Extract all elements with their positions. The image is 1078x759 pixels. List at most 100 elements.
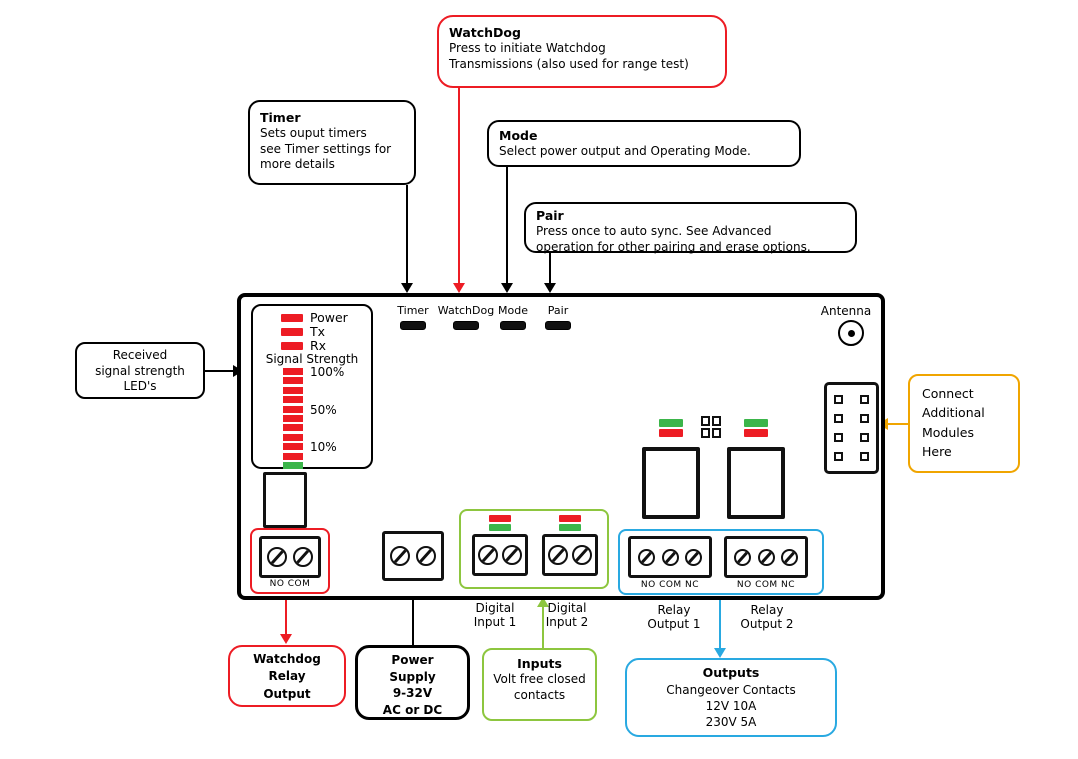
relay1-terminal-label: NO COM NC <box>640 580 700 590</box>
relay2-component <box>727 447 785 519</box>
relay2-green-led <box>744 419 768 427</box>
outputs-arrow-line <box>719 598 721 650</box>
digital-input-2-leds <box>559 515 581 531</box>
callout-watchdog-body: Press to initiate Watchdog Transmissions… <box>449 41 689 71</box>
watchdog-terminal-block <box>259 536 321 578</box>
pair-button-group: Pair <box>532 304 584 331</box>
callout-connect-modules-body: Connect Additional Modules Here <box>922 386 985 460</box>
jumper-pin <box>701 428 710 438</box>
antenna-icon <box>838 320 864 346</box>
watchdog-button-group: WatchDog <box>437 304 495 331</box>
callout-mode: Mode Select power output and Operating M… <box>487 120 801 167</box>
connector-pin <box>860 452 869 461</box>
screw-terminal <box>685 548 703 566</box>
screw-terminal <box>661 548 679 566</box>
digital-input-2-group <box>542 515 598 576</box>
relay1-green-led <box>659 419 683 427</box>
screw-terminal <box>548 545 569 565</box>
signal-strength-bars <box>283 368 303 469</box>
signal-led-bar <box>283 452 303 460</box>
callout-outputs: Outputs Changeover Contacts 12V 10A 230V… <box>625 658 837 737</box>
relay-output-1-label: Relay Output 1 <box>647 603 701 632</box>
screw-terminal <box>781 548 799 566</box>
tx-led-label: Tx <box>310 324 326 339</box>
callout-inputs: Inputs Volt free closed contacts <box>482 648 597 721</box>
relay1-leds <box>659 419 683 437</box>
screw-terminal <box>390 546 411 566</box>
watchdog-relay-component <box>263 472 307 528</box>
jumper-pin <box>701 416 710 426</box>
callout-watchdog-title: WatchDog <box>449 25 521 40</box>
screw-terminal <box>571 545 592 565</box>
rx-led <box>281 342 303 351</box>
mode-button-group: Mode <box>487 304 539 331</box>
connector-pin <box>834 414 843 423</box>
power-supply-arrow-line <box>412 592 414 645</box>
signal-led-bar <box>283 424 303 432</box>
watchdog-relay-arrowhead <box>280 634 292 644</box>
mode-arrow-line <box>506 166 508 284</box>
signal-strength-label: Signal Strength <box>265 352 359 366</box>
callout-inputs-title: Inputs <box>517 656 562 671</box>
signal-tick-10: 10% <box>310 440 337 454</box>
watchdog-terminal-zone: NO COM <box>250 528 330 594</box>
signal-tick-50: 50% <box>310 403 337 417</box>
outputs-arrowhead <box>714 648 726 658</box>
timer-arrowhead <box>401 283 413 293</box>
screw-terminal <box>637 548 655 566</box>
signal-led-bar-green <box>283 461 303 469</box>
watchdog-arrow-line <box>458 87 460 284</box>
signal-led-bar <box>283 386 303 394</box>
inputs-arrowhead <box>537 597 549 607</box>
mode-arrowhead <box>501 283 513 293</box>
relay2-red-led <box>744 429 768 437</box>
power-led-row: Power <box>281 311 348 325</box>
received-signal-arrow-line <box>205 370 235 372</box>
relay2-terminal-label: NO COM NC <box>736 580 796 590</box>
jumper-pin <box>712 428 721 438</box>
relay-output-2-label: Relay Output 2 <box>740 603 794 632</box>
relay-outputs-zone: NO COM NC NO COM NC <box>618 529 824 595</box>
antenna-dot <box>847 329 855 337</box>
rx-led-label: Rx <box>310 338 327 353</box>
input1-green-led <box>489 524 511 531</box>
connect-modules-arrow-line <box>888 423 910 425</box>
input2-red-led <box>559 515 581 522</box>
callout-connect-modules: Connect Additional Modules Here <box>908 374 1020 473</box>
digital-input-1-terminal <box>472 534 528 576</box>
screw-terminal <box>501 545 522 565</box>
callout-timer-body: Sets ouput timers see Timer settings for… <box>260 126 392 172</box>
callout-watchdog-relay: Watchdog Relay Output <box>228 645 346 707</box>
input2-green-led <box>559 524 581 531</box>
watchdog-button[interactable] <box>453 321 479 331</box>
pair-button[interactable] <box>545 321 571 331</box>
signal-led-bar <box>283 405 303 413</box>
digital-inputs-zone <box>459 509 609 589</box>
callout-inputs-body: Volt free closed contacts <box>493 672 586 702</box>
screw-terminal <box>733 548 751 566</box>
callout-power-supply-body: Power Supply 9-32V AC or DC <box>382 653 443 717</box>
power-led <box>281 314 303 323</box>
callout-mode-title: Mode <box>499 128 538 143</box>
signal-tick-100: 100% <box>310 365 345 379</box>
callout-mode-body: Select power output and Operating Mode. <box>499 144 751 159</box>
expansion-connector <box>824 382 879 474</box>
mode-button[interactable] <box>500 321 526 331</box>
callout-power-supply: Power Supply 9-32V AC or DC <box>355 645 470 720</box>
watchdog-relay-arrow-line <box>285 596 287 636</box>
callout-watchdog-relay-body: Watchdog Relay Output <box>253 652 321 701</box>
inputs-arrow-line <box>542 607 544 648</box>
callout-pair: Pair Press once to auto sync. See Advanc… <box>524 202 857 254</box>
mode-button-label: Mode <box>498 304 528 317</box>
jumper-pin <box>712 416 721 426</box>
screw-terminal <box>415 546 436 566</box>
screw-terminal <box>757 548 775 566</box>
timer-button-group: Timer <box>387 304 439 331</box>
antenna-label: Antenna <box>820 304 872 318</box>
jumper-block <box>701 416 721 438</box>
timer-button[interactable] <box>400 321 426 331</box>
callout-pair-title: Pair <box>536 208 564 223</box>
watchdog-button-label: WatchDog <box>437 304 495 317</box>
callout-received-signal-body: Received signal strength LED's <box>95 348 185 394</box>
